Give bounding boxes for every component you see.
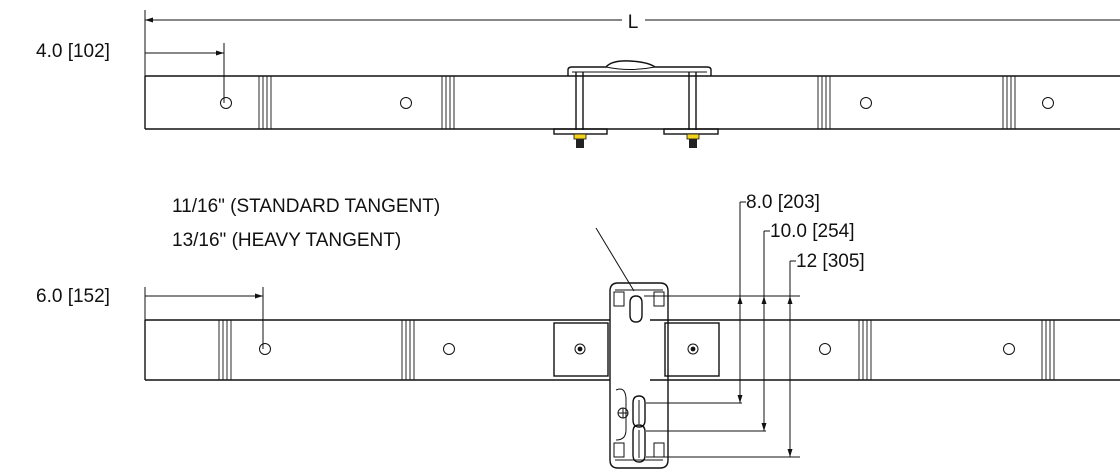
top-offset-dimension: 4.0 [102] xyxy=(36,41,225,103)
bottom-offset-label: 6.0 [152] xyxy=(36,286,110,307)
bottom-offset-dimension: 6.0 [152] xyxy=(36,286,264,349)
dim-10-label: 10.0 [254] xyxy=(770,221,855,242)
hole xyxy=(220,97,232,109)
hole xyxy=(443,343,455,355)
bolt-nut xyxy=(576,139,584,148)
tangent-notes: 11/16" (STANDARD TANGENT) 13/16" (HEAVY … xyxy=(172,196,635,292)
hole xyxy=(400,97,412,109)
dim-8-label: 8.0 [203] xyxy=(746,192,820,213)
clamp-plate-left xyxy=(553,322,609,377)
top-clamp xyxy=(553,60,719,148)
clamp-plate-right xyxy=(664,322,720,377)
tangent-plate xyxy=(609,282,669,469)
note-leader xyxy=(595,227,635,292)
top-bar xyxy=(144,75,1120,130)
dim-12-label: 12 [305] xyxy=(796,251,865,272)
hole xyxy=(259,343,271,355)
bolt-nut xyxy=(689,139,697,148)
top-view: L 4.0 [102] xyxy=(36,10,1120,148)
bottom-bar xyxy=(144,319,1120,381)
top-offset-label: 4.0 [102] xyxy=(36,41,110,62)
bolt-washer xyxy=(573,133,587,140)
height-dimensions: 8.0 [203] 10.0 [254] 12 [305] xyxy=(644,192,865,458)
overall-length-label: L xyxy=(628,12,639,33)
hole xyxy=(1003,343,1015,355)
hole xyxy=(860,97,872,109)
bottom-view: 6.0 [152] xyxy=(36,192,1120,469)
overall-length-dimension: L xyxy=(144,10,1120,76)
hole xyxy=(1042,97,1054,109)
standard-tangent-note: 11/16" (STANDARD TANGENT) xyxy=(172,196,440,217)
bolt-washer xyxy=(686,133,700,140)
hole xyxy=(819,343,831,355)
heavy-tangent-note: 13/16" (HEAVY TANGENT) xyxy=(172,230,401,251)
